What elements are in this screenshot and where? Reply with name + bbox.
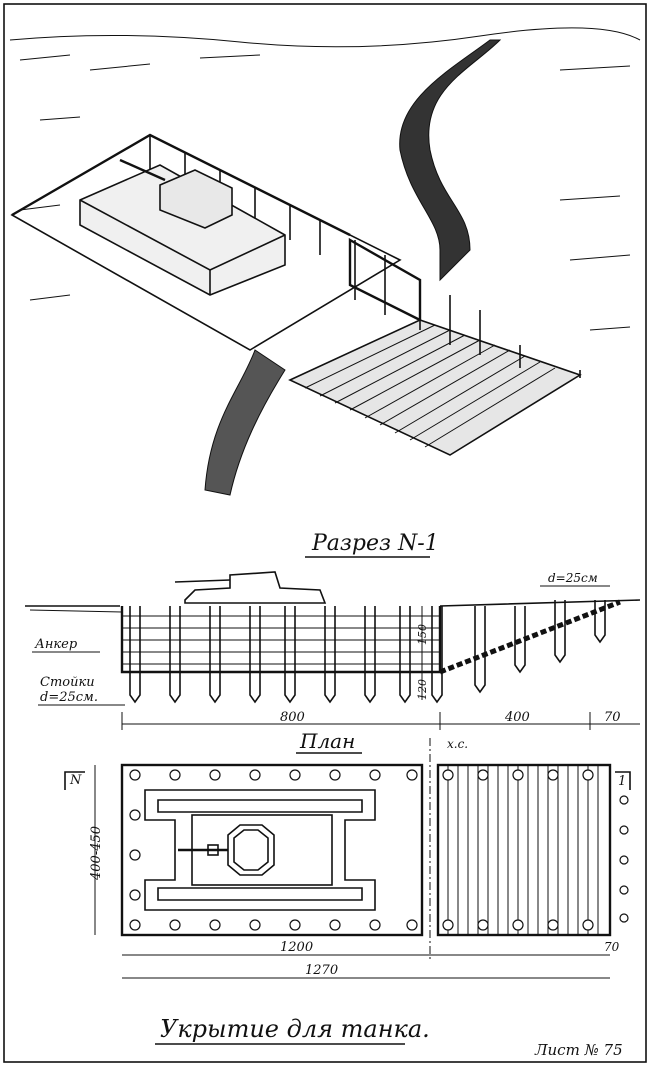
posts-label: Стойки <box>40 675 95 690</box>
plan-title: План <box>299 729 355 753</box>
perspective-view <box>9 27 641 496</box>
north-label: N <box>69 773 82 788</box>
plan-ramp <box>436 763 612 937</box>
plan-pit <box>120 763 424 937</box>
edge-dim: 70 <box>604 710 621 725</box>
north-arrow <box>64 771 85 790</box>
anchor-label: Анкер <box>34 637 78 652</box>
caption: Укрытие для танка. <box>160 1015 430 1043</box>
sheet-number: Лист № 75 <box>534 1041 623 1059</box>
section-mark <box>615 771 631 790</box>
posts-diameter-label: d=25см. <box>40 690 98 705</box>
section-posts <box>129 600 606 704</box>
pit-section <box>120 606 442 674</box>
axis-label: х.с. <box>447 737 468 751</box>
width-dim: 400-450 <box>89 826 104 881</box>
plan-posts <box>129 769 629 931</box>
depth-dim: 150 <box>416 624 429 645</box>
plan-edge-dim: 70 <box>604 940 620 954</box>
log-diameter-label: d=25см <box>548 571 598 585</box>
anchor-wire <box>29 609 123 613</box>
section-title: Разрез N-1 <box>311 531 439 556</box>
post-below-dim: 120 <box>416 679 429 700</box>
inner-dim: 1200 <box>280 940 313 955</box>
length-dim: 800 <box>280 710 305 725</box>
tank-section <box>184 571 327 604</box>
tank <box>79 158 286 296</box>
ramp-hatch <box>447 765 599 935</box>
trench-near <box>204 349 286 496</box>
ground-line <box>25 599 641 607</box>
tank-plan <box>144 789 376 911</box>
trench-far <box>399 39 502 282</box>
ramp-dim: 400 <box>504 710 530 725</box>
ramp-deck <box>288 319 582 456</box>
section-mark-label: 1 <box>618 774 626 789</box>
total-dim: 1270 <box>305 963 338 978</box>
ramp-logs <box>439 599 621 675</box>
sheet-frame <box>3 3 647 1063</box>
horizon-line <box>9 27 641 48</box>
plan-view: План х.с. N 1 <box>64 729 631 979</box>
section-view: Разрез N-1 <box>25 531 641 730</box>
